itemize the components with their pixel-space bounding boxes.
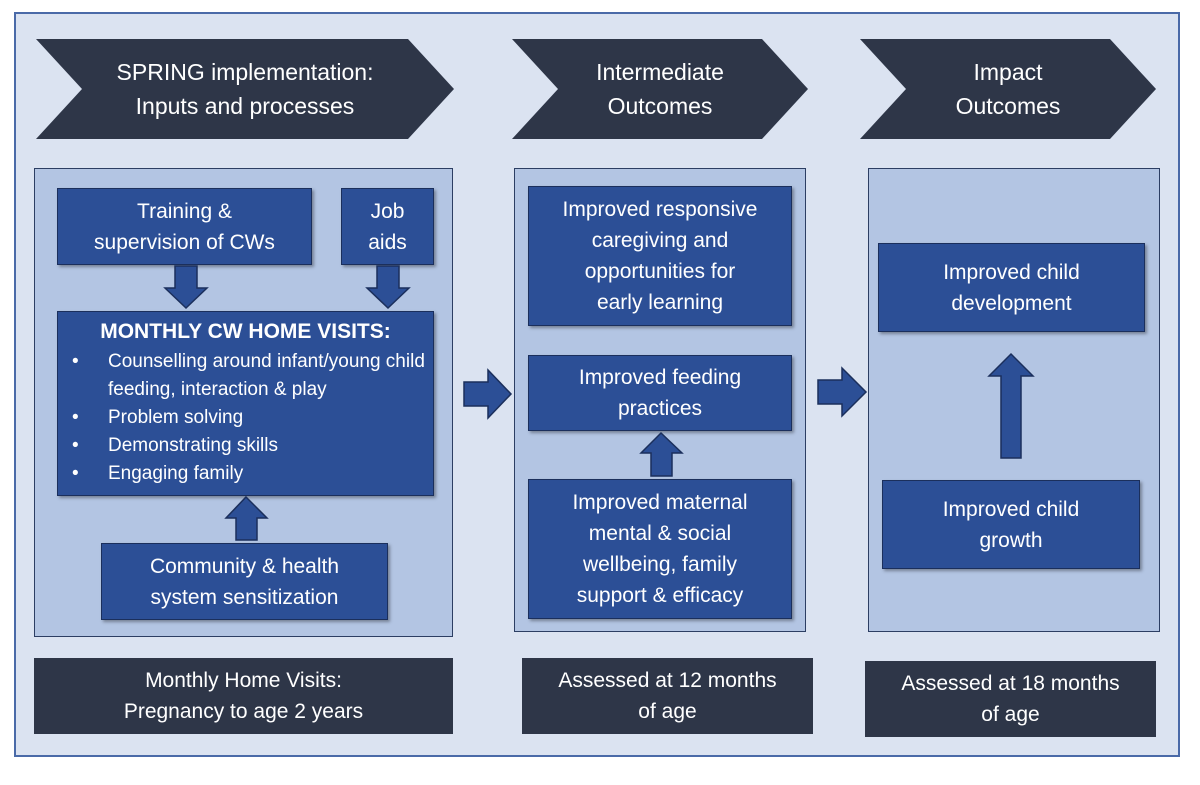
chevron-shape <box>860 39 1156 139</box>
header-line: Impact <box>973 59 1043 85</box>
arrow-right-icon <box>463 368 513 420</box>
growth-box: Improved child growth <box>882 480 1140 569</box>
box-line: support & efficacy <box>576 584 744 607</box>
training-box: Training & supervision of CWs <box>57 188 312 265</box>
chevron-shape <box>36 39 454 139</box>
box-line: practices <box>617 397 703 420</box>
box-line: Improved responsive <box>562 198 758 221</box>
box-line: Improved child <box>943 260 1080 284</box>
caregiving-box: Improved responsive caregiving and oppor… <box>528 186 792 326</box>
development-box: Improved child development <box>878 243 1145 332</box>
chevron-shape <box>512 39 808 139</box>
box-line: mental & social <box>588 522 732 545</box>
header-label-impact: Impact Outcomes <box>906 39 1110 139</box>
maternal-box: Improved maternal mental & social wellbe… <box>528 479 792 619</box>
footer-line: Monthly Home Visits: <box>145 669 342 692</box>
header-label-intermediate: Intermediate Outcomes <box>558 39 762 139</box>
footer-line: Pregnancy to age 2 years <box>123 700 364 723</box>
header-chevron-intermediate: Intermediate Outcomes <box>512 39 808 139</box>
box-line: system sensitization <box>150 585 339 609</box>
footer-inputs: Monthly Home Visits: Pregnancy to age 2 … <box>34 658 453 734</box>
box-line: growth <box>979 528 1043 552</box>
box-line: Training & <box>137 199 232 223</box>
arrow-down-icon <box>365 265 411 310</box>
box-line: Improved child <box>942 497 1080 521</box>
header-label-inputs: SPRING implementation: Inputs and proces… <box>82 39 408 139</box>
visits-bullet: Problem solving <box>68 404 433 432</box>
footer-impact: Assessed at 18 months of age <box>865 661 1156 737</box>
monthly-visits-box: MONTHLY CW HOME VISITS: Counselling arou… <box>57 311 434 496</box>
header-chevron-inputs: SPRING implementation: Inputs and proces… <box>36 39 454 139</box>
box-line: development <box>951 291 1072 315</box>
header-line: Outcomes <box>955 93 1061 119</box>
feeding-box: Improved feeding practices <box>528 355 792 431</box>
arrow-up-icon <box>224 495 269 541</box>
box-line: Improved feeding <box>578 366 742 389</box>
box-line: aids <box>368 230 407 254</box>
header-line: Inputs and processes <box>135 93 355 119</box>
header-line: Intermediate <box>596 59 724 85</box>
box-line: Improved maternal <box>572 491 748 514</box>
box-line: Job <box>370 199 405 223</box>
header-chevron-impact: Impact Outcomes <box>860 39 1156 139</box>
arrow-up-icon <box>987 352 1035 459</box>
footer-line: Assessed at 12 months <box>558 669 777 692</box>
header-line: Outcomes <box>607 93 713 119</box>
footer-line: of age <box>638 700 697 723</box>
box-line: caregiving and <box>591 229 729 252</box>
visits-bullet: Demonstrating skills <box>68 432 433 460</box>
footer-intermediate: Assessed at 12 months of age <box>522 658 813 734</box>
arrow-up-icon <box>639 431 684 477</box>
job-aids-box: Job aids <box>341 188 434 265</box>
arrow-right-icon <box>817 366 868 418</box>
box-line: early learning <box>596 291 724 314</box>
arrow-down-icon <box>163 265 209 310</box>
box-line: supervision of CWs <box>94 230 275 254</box>
header-line: SPRING implementation: <box>116 59 374 85</box>
visits-bullet: Engaging family <box>68 460 433 488</box>
visits-title: MONTHLY CW HOME VISITS: <box>100 320 391 343</box>
box-line: opportunities for <box>584 260 736 283</box>
visits-bullet: Counselling around infant/young child fe… <box>68 348 433 404</box>
footer-line: of age <box>981 703 1040 726</box>
box-line: wellbeing, family <box>582 553 738 576</box>
visits-bullet-list: Counselling around infant/young child fe… <box>68 348 433 488</box>
box-line: Community & health <box>149 554 340 578</box>
community-box: Community & health system sensitization <box>101 543 388 620</box>
footer-line: Assessed at 18 months <box>901 672 1120 695</box>
